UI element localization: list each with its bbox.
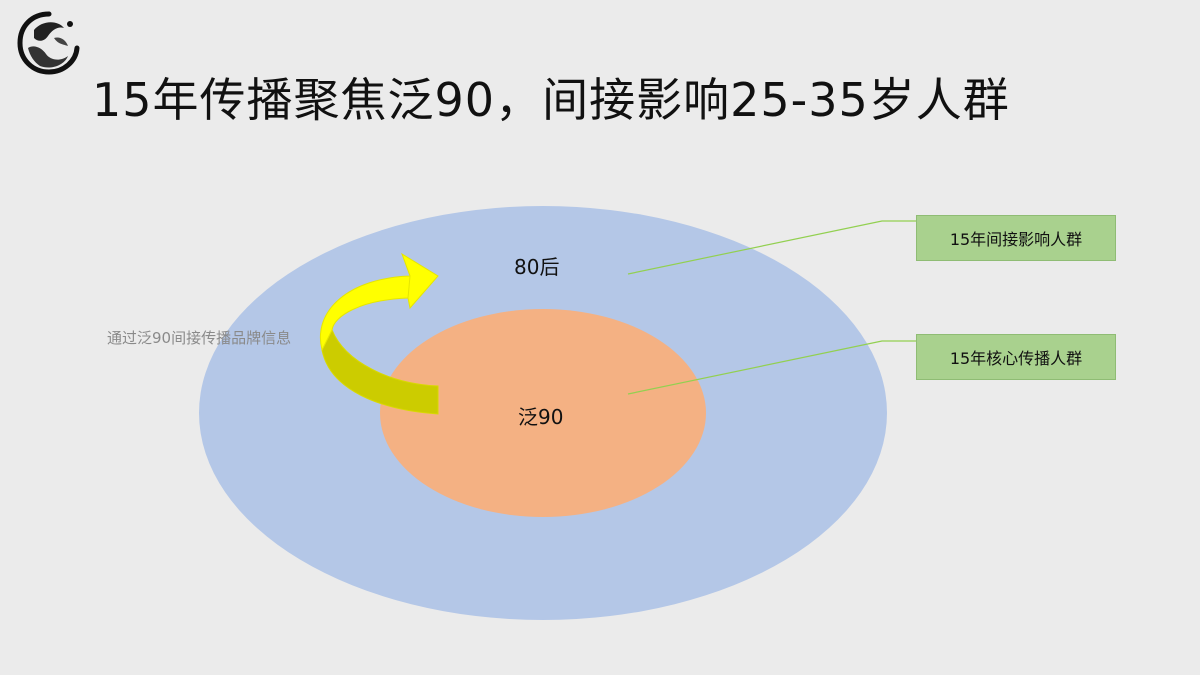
arrow-head-icon [320, 252, 439, 352]
callout-core-audience-label: 15年核心传播人群 [949, 349, 1083, 368]
leader-line-outer [627, 220, 916, 275]
callout-indirect-audience: 15年间接影响人群 [916, 215, 1116, 261]
outer-circle-label: 80后 [514, 255, 560, 279]
inner-circle-label: 泛90 [518, 405, 564, 429]
leader-line-inner [627, 340, 916, 395]
logo-icon [17, 11, 80, 75]
callout-core-audience: 15年核心传播人群 [916, 334, 1116, 380]
callout-indirect-audience-label: 15年间接影响人群 [949, 230, 1083, 249]
slide-title: 15年传播聚焦泛90，间接影响25-35岁人群 [92, 73, 1010, 127]
inner-audience-circle [380, 309, 706, 517]
arrow-note: 通过泛90间接传播品牌信息 [107, 329, 292, 347]
